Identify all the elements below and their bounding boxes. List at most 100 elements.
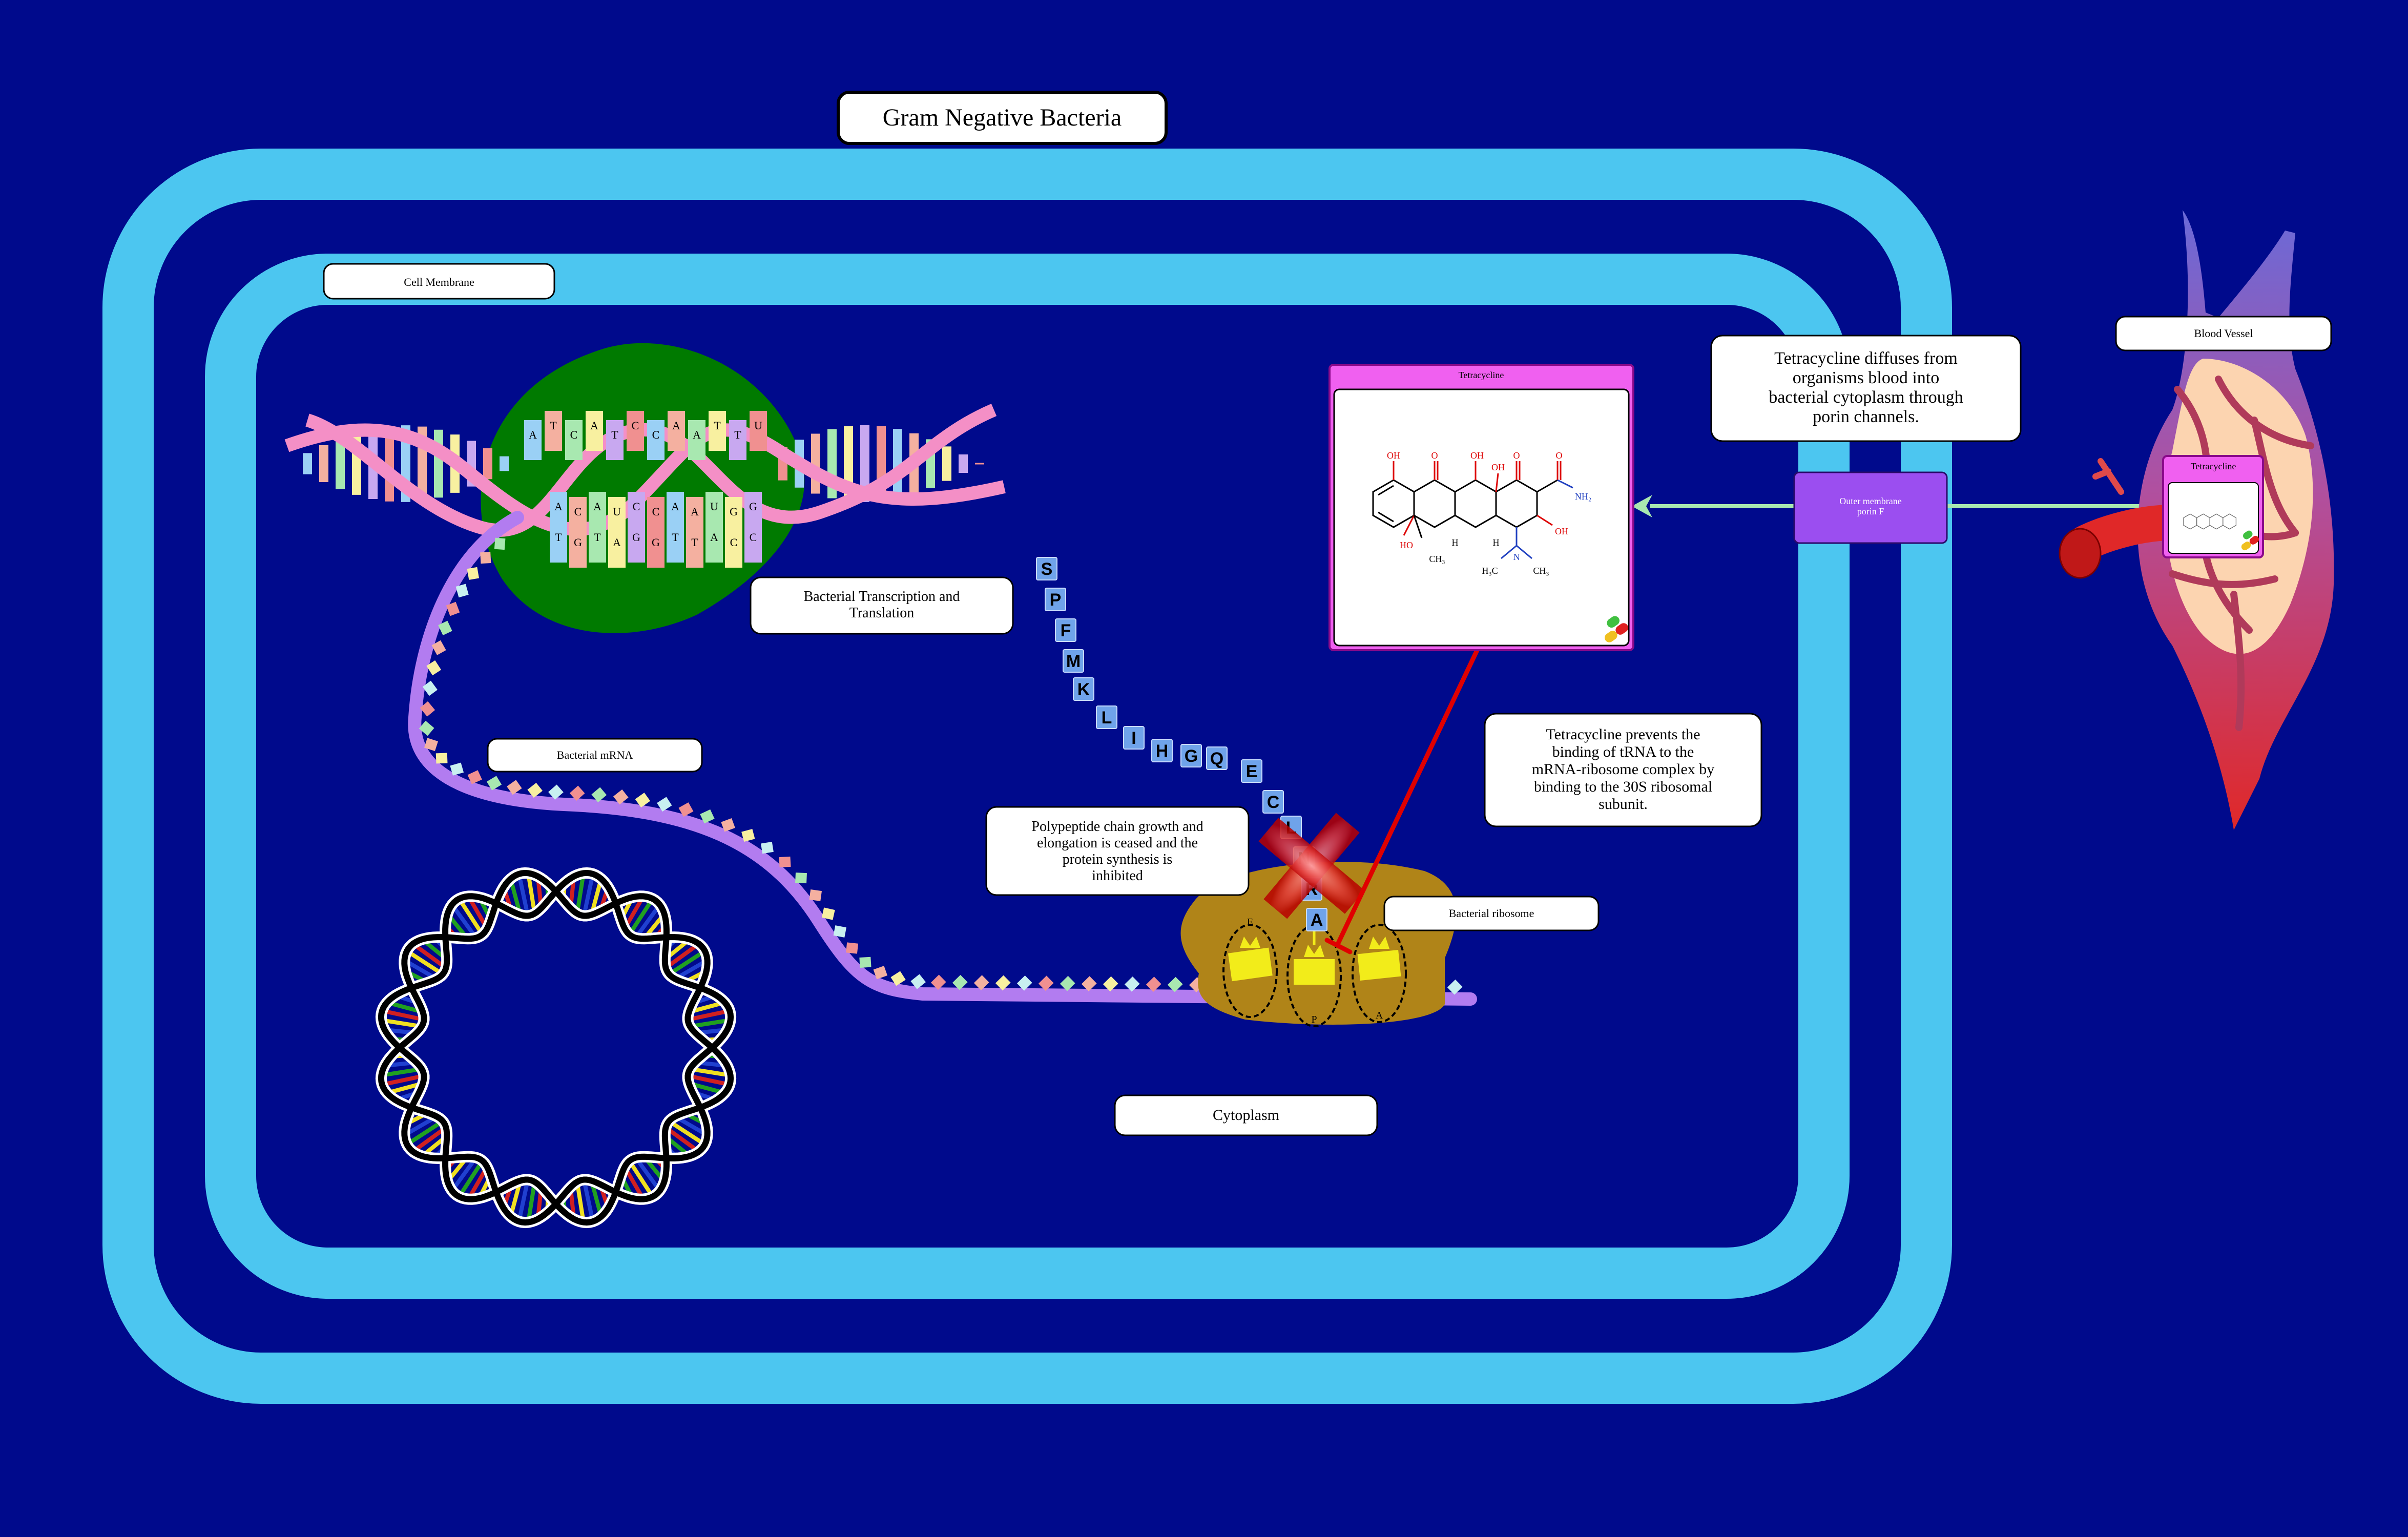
atom-ho: HO (1400, 540, 1413, 550)
dna-base-letter: A (672, 419, 680, 432)
mrna-strand (408, 511, 1477, 1006)
plasmid-rung (668, 1119, 707, 1147)
dna-base-letter: G (632, 531, 640, 544)
plasmid-rung (405, 949, 444, 976)
amino-acid-letter: L (1102, 708, 1112, 728)
plasmid-rung (634, 1156, 661, 1192)
amino-acid-letter: P (1050, 590, 1062, 610)
atom-h3c: H₃C (1482, 566, 1498, 576)
dna-base-tile (668, 411, 685, 451)
prevents-label-line5: subunit. (1599, 796, 1648, 813)
ribosome-label: Bacterial ribosome (1449, 907, 1534, 920)
plasmid-rung (381, 1067, 422, 1077)
mrna-base (435, 753, 448, 764)
plasmid-rung (665, 942, 700, 970)
dna-base-letter: A (593, 500, 601, 513)
mrna-base (657, 797, 672, 812)
diffuses-label-line4: porin channels. (1813, 407, 1919, 426)
dna-base-letter: T (691, 536, 698, 549)
mrna-base (678, 802, 694, 817)
mrna-base (426, 660, 442, 676)
site-a-label: A (1376, 1010, 1383, 1021)
amino-acid-letter: Q (1210, 749, 1223, 768)
tetracycline-structure-panel (1333, 388, 1630, 647)
atom-oh-1: OH (1387, 450, 1400, 461)
amino-acid-letter: H (1156, 741, 1169, 761)
mrna-base (1447, 979, 1463, 995)
plasmid-rung (690, 1018, 731, 1029)
amino-acid-tile (1262, 790, 1284, 814)
trna-p (1294, 927, 1335, 985)
diffuses-label-line2: organisms blood into (1793, 368, 1940, 387)
cytoplasm-label-box (1114, 1094, 1378, 1136)
mrna-base (741, 829, 755, 842)
transcription-label-line1: Bacterial Transcription and (804, 589, 960, 605)
plasmid-rung (526, 873, 537, 914)
ribosome-site-a (1352, 924, 1407, 1023)
amino-acid-letter: I (1131, 729, 1136, 748)
plasmid-rung (668, 949, 707, 976)
dna-base-letter: A (590, 419, 598, 432)
amino-acid-letter: S (1041, 559, 1053, 579)
tetracycline-small-panel (2168, 482, 2259, 554)
amino-acid-letter: F (1061, 621, 1071, 640)
plasmid-rung (665, 1126, 700, 1153)
atom-h-1: H (1452, 537, 1459, 548)
atom-oh-3: OH (1491, 462, 1505, 472)
mrna-label-box (487, 738, 703, 773)
mrna-base (591, 787, 607, 802)
dna-base-tile (524, 420, 542, 460)
mrna-base (930, 974, 946, 990)
plasmid-rung (582, 1179, 595, 1222)
dna-base-tile (589, 523, 606, 563)
mrna-base (1103, 976, 1118, 992)
amino-acid-letter: C (1267, 793, 1280, 812)
amino-acid-letter: A (1311, 910, 1323, 930)
mrna-base (419, 720, 434, 736)
prevents-label-line4: binding to the 30S ribosomal (1534, 778, 1712, 795)
plasmid-rung (575, 873, 586, 914)
plasmid-rung (457, 897, 484, 936)
mrna-base (809, 889, 822, 901)
dna-base-tile (565, 420, 583, 460)
dna-base-letter: A (691, 505, 699, 518)
polypeptide-label-box (985, 806, 1250, 896)
plasmid-rung (381, 1073, 425, 1087)
mrna-base (446, 601, 460, 616)
prevents-label-line2: binding of tRNA to the (1552, 743, 1694, 760)
dna-base-letter: T (672, 531, 679, 544)
trna-a (1357, 937, 1401, 981)
polypeptide-label-line1: Polypeptide chain growth and (1031, 819, 1203, 835)
mrna-base (890, 971, 906, 986)
dna-base-letter: C (632, 419, 639, 432)
polypeptide-label-line4: inhibited (1092, 868, 1143, 884)
plasmid-strand (378, 869, 734, 1226)
dna-base-tile (586, 411, 603, 451)
mrna-base (846, 942, 859, 954)
plasmid-rung (516, 1179, 530, 1222)
dna-base-tile (750, 411, 767, 451)
atom-nh2: NH₂ (1575, 491, 1591, 502)
mrna-base (635, 793, 651, 808)
mrna-base (761, 842, 774, 854)
site-p-label: P (1311, 1014, 1317, 1025)
dna-base-letter: A (554, 500, 563, 513)
ribosome-label-box (1383, 896, 1600, 931)
diffusion-arrow (1632, 495, 2165, 517)
mrna-base (420, 701, 435, 717)
dna-base-tile (608, 528, 626, 568)
atom-oh-4: OH (1555, 526, 1568, 536)
mrna-base (507, 780, 522, 795)
dna-base-letter: C (570, 428, 578, 441)
blood-vessel-label: Blood Vessel (2194, 327, 2253, 340)
dna-base-tile (729, 420, 746, 460)
prevents-label-line3: mRNA-ribosome complex by (1532, 761, 1715, 778)
polypeptide-label-line3: protein synthesis is (1063, 851, 1173, 867)
plasmid-rung (516, 873, 530, 917)
mrna-base (548, 784, 564, 800)
dna-base-letter: C (652, 505, 660, 518)
diffuses-label-line1: Tetracycline diffuses from (1774, 349, 1958, 368)
diagram-title: Gram Negative Bacteria (883, 104, 1122, 131)
amino-acid-tile (1241, 759, 1262, 783)
